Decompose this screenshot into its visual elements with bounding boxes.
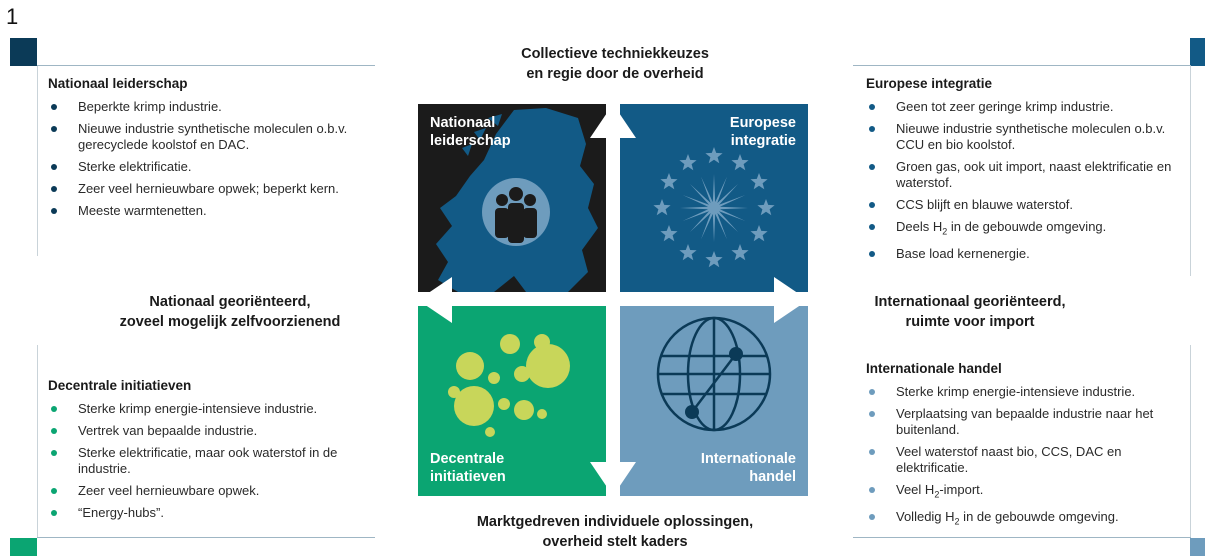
starburst-icon xyxy=(680,174,748,242)
bullet-icon xyxy=(869,104,875,110)
vline-right-top xyxy=(1190,66,1191,276)
bullet-icon xyxy=(51,488,57,494)
bullet-icon xyxy=(869,513,875,520)
bullet-icon xyxy=(51,104,57,110)
list-item: Zeer veel hernieuwbare opwek. xyxy=(48,483,373,499)
star-icon xyxy=(750,173,768,190)
decentral-circles-icon xyxy=(448,334,570,437)
bullet-icon xyxy=(869,164,875,170)
panel-title: Internationale handel xyxy=(866,361,1002,376)
bullet-icon xyxy=(51,164,57,170)
panel-decentrale-initiatieven: Decentrale initiatieven Sterke krimp ene… xyxy=(48,378,373,527)
axis-arrows xyxy=(418,104,808,496)
list-item: Veel H2-import. xyxy=(866,482,1191,503)
bullet-icon xyxy=(51,406,57,412)
star-icon xyxy=(660,225,678,242)
bullet-icon xyxy=(869,224,875,230)
bullet-icon xyxy=(869,411,875,417)
bullet-icon xyxy=(51,126,57,132)
vline-left-top xyxy=(37,66,38,256)
list-item: Volledig H2 in de gebouwde omgeving. xyxy=(866,509,1191,530)
list-item: Beperkte krimp industrie. xyxy=(48,99,373,115)
netherlands-map-icon xyxy=(436,108,598,292)
star-icon xyxy=(679,244,697,261)
bullet-icon xyxy=(869,202,875,208)
corner-marker-top-left xyxy=(10,38,37,66)
panel-title: Nationaal leiderschap xyxy=(48,76,188,91)
list-item: Sterke krimp energie-intensieve industri… xyxy=(48,401,373,417)
axis-label-bottom: Marktgedreven individuele oplossingen,ov… xyxy=(476,514,754,550)
panel-title: Europese integratie xyxy=(866,76,993,91)
bullet-icon xyxy=(51,186,57,192)
horizontal-axis-bar xyxy=(446,294,780,306)
corner-marker-top-right xyxy=(1190,38,1205,66)
star-icon xyxy=(750,225,768,242)
star-icon xyxy=(653,199,671,216)
vline-right-bottom xyxy=(1190,345,1191,537)
star-icon xyxy=(660,173,678,190)
star-icon xyxy=(731,154,749,171)
panel-europese-integratie: Europese integratie Geen tot zeer gering… xyxy=(866,76,1191,268)
eu-stars-icon xyxy=(653,147,775,268)
star-icon xyxy=(731,244,749,261)
bullet-icon xyxy=(51,450,57,456)
list-item: Veel waterstof naast bio, CCS, DAC en el… xyxy=(866,444,1191,476)
bullet-icon xyxy=(869,126,875,132)
list-item: Nieuwe industrie synthetische moleculen … xyxy=(48,121,373,153)
vline-left-bottom xyxy=(37,345,38,537)
list-item: Zeer veel hernieuwbare opwek; beperkt ke… xyxy=(48,181,373,197)
arrow-down-icon xyxy=(590,462,636,496)
star-icon xyxy=(679,154,697,171)
bullet-icon xyxy=(869,449,875,455)
divider-bottom-right xyxy=(853,537,1191,538)
panel-internationale-handel: Internationale handel Sterke krimp energ… xyxy=(866,361,1191,535)
bullet-icon xyxy=(869,250,875,257)
page-number: 1 xyxy=(6,4,19,29)
corner-marker-bottom-right xyxy=(1190,538,1205,556)
star-icon xyxy=(705,251,723,268)
list-item: Base load kernenergie. xyxy=(866,246,1191,262)
list-item: Sterke krimp energie-intensieve industri… xyxy=(866,384,1191,400)
list-item: Deels H2 in de gebouwde omgeving. xyxy=(866,219,1191,240)
panel-title: Decentrale initiatieven xyxy=(48,378,192,393)
divider-top-left xyxy=(37,65,375,66)
bullet-icon xyxy=(869,389,875,395)
list-item: Vertrek van bepaalde industrie. xyxy=(48,423,373,439)
bullet-icon xyxy=(869,487,875,493)
panel-nationaal-leiderschap: Nationaal leiderschap Beperkte krimp ind… xyxy=(48,76,373,225)
arrow-left-icon xyxy=(418,277,452,323)
list-item: Geen tot zeer geringe krimp industrie. xyxy=(866,99,1191,115)
list-item: Sterke elektrificatie, maar ook watersto… xyxy=(48,445,373,477)
bullet-icon xyxy=(51,208,57,214)
arrow-up-icon xyxy=(590,104,636,138)
list-item: CCS blijft en blauwe waterstof. xyxy=(866,197,1191,213)
axis-label-left: Nationaal georiënteerd,zoveel mogelijk z… xyxy=(119,294,341,330)
globe-icon xyxy=(656,316,772,432)
star-icon xyxy=(757,199,775,216)
list-item: “Energy-hubs”. xyxy=(48,505,373,521)
list-item: Sterke elektrificatie. xyxy=(48,159,373,175)
arrow-right-icon xyxy=(774,277,808,323)
divider-bottom-left xyxy=(37,537,375,538)
corner-marker-bottom-left xyxy=(10,538,37,556)
list-item: Nieuwe industrie synthetische moleculen … xyxy=(866,121,1191,153)
list-item: Verplaatsing van bepaalde industrie naar… xyxy=(866,406,1191,438)
divider-top-right xyxy=(853,65,1191,66)
list-item: Meeste warmtenetten. xyxy=(48,203,373,219)
axis-label-right: Internationaal georiënteerd,ruimte voor … xyxy=(874,294,1066,330)
star-icon xyxy=(705,147,723,164)
bullet-icon xyxy=(51,510,57,516)
list-item: Groen gas, ook uit import, naast elektri… xyxy=(866,159,1191,191)
bullet-icon xyxy=(51,428,57,434)
